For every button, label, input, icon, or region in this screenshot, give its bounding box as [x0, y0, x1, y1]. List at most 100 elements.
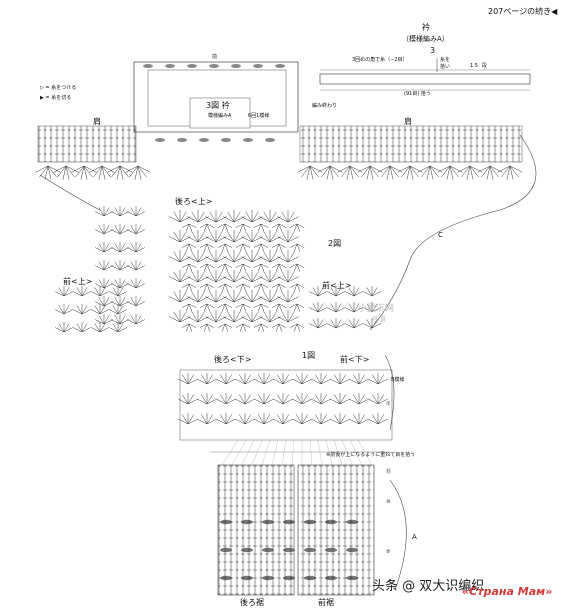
fan-stitch [81, 323, 88, 333]
fan-stitch [244, 378, 255, 385]
fan-stitch [242, 283, 247, 292]
fan-stitch [103, 315, 110, 325]
fan-stitch [320, 418, 331, 425]
fan-stitch [329, 165, 343, 173]
fan-stitch [201, 414, 208, 425]
fan-stitch [312, 303, 319, 313]
fan-stitch [260, 303, 265, 312]
fan-stitch [296, 223, 301, 232]
fan-stitch [58, 323, 65, 333]
fan-stitch [335, 319, 342, 329]
fan-stitch [47, 165, 61, 173]
picot-stitch [243, 138, 253, 142]
fan-stitch [277, 276, 289, 283]
fan-stitch [287, 211, 295, 223]
fan-stitch [245, 231, 253, 243]
fan-stitch [362, 307, 373, 313]
fan-stitch [260, 303, 269, 308]
join-line [261, 439, 271, 466]
fan-stitch [94, 265, 105, 271]
fan-stitch [83, 165, 93, 178]
fan-stitch [317, 323, 328, 329]
fan-stitch [361, 165, 371, 178]
fan-stitch [301, 398, 312, 405]
fan-stitch [277, 296, 289, 303]
fan-stitch [251, 251, 259, 263]
fan-stitch [135, 297, 142, 307]
fan-stitch [349, 165, 354, 180]
fan-stitch [221, 243, 226, 252]
picot-stitch [143, 64, 153, 68]
collar-rectangle-diagram [319, 58, 531, 91]
fan-stitch [293, 323, 298, 332]
fan-stitch [289, 243, 298, 248]
fan-stitch [335, 287, 342, 297]
fan-stitch [278, 323, 283, 332]
fan-stitch [235, 263, 244, 268]
connector-lines [39, 134, 537, 591]
fan-stitch [103, 229, 114, 235]
fan-stitch [119, 301, 130, 307]
fan-stitch [187, 296, 199, 303]
fan-stitch [242, 223, 251, 228]
fan-stitch [277, 236, 289, 243]
fan-stitch [94, 287, 101, 297]
fan-stitch [389, 165, 394, 180]
shoulder-left: 肩 [93, 117, 101, 126]
fan-stitch [241, 276, 253, 283]
fan-stitch [329, 165, 334, 180]
fan-stitch [282, 374, 289, 385]
fan-stitch [253, 243, 262, 248]
fan-stitch [217, 263, 226, 268]
fan-stitch [215, 271, 223, 283]
fan-stitch [287, 291, 295, 303]
fan-stitch [188, 223, 193, 232]
fan-stitch [330, 398, 341, 405]
fan-stitch [197, 231, 205, 243]
fig3-block: 6回1模様 [248, 113, 270, 119]
fan-stitch [203, 323, 208, 332]
fan-stitch [259, 236, 271, 243]
fan-stitch [114, 225, 121, 235]
fan-stitch [215, 211, 223, 223]
fan-stitch [409, 165, 419, 178]
fan-stitch [117, 323, 124, 333]
fan-stitch [206, 223, 215, 228]
fan-stitch [233, 311, 241, 323]
fan-stitch [126, 301, 137, 307]
fan-stitch [179, 251, 187, 263]
fan-stitch [366, 319, 373, 329]
collar-subtitle: （模様編みA） [402, 35, 449, 43]
fan-stitch [509, 165, 519, 178]
fan-stitch [335, 291, 346, 297]
collar-note-from: 糸を [440, 57, 451, 63]
fan-stitch [98, 207, 105, 217]
fan-stitch [449, 165, 454, 180]
fan-stitch [358, 374, 365, 385]
fan-stitch [366, 287, 373, 297]
fan-stitch [469, 165, 479, 178]
fan-stitch [135, 211, 146, 217]
fan-stitch [242, 303, 247, 312]
fan-stitch [215, 251, 223, 263]
fan-stitch [99, 291, 110, 297]
fan-stitch [76, 305, 83, 315]
fan-stitch [429, 165, 439, 178]
fan-stitch [205, 216, 217, 223]
fan-stitch [209, 251, 217, 263]
fan-stitch [58, 305, 65, 315]
fan-stitch [114, 261, 121, 271]
shoulder-band-right [299, 125, 523, 163]
fan-stitch [199, 223, 208, 228]
join-line [221, 439, 239, 466]
fan-stitch [130, 261, 137, 271]
fan-stitch [258, 374, 265, 385]
fan-stitch [130, 243, 137, 253]
fan-stitch [173, 271, 181, 283]
fan-stitch [263, 251, 271, 263]
fan-stitch [90, 291, 101, 297]
fan-stitch [103, 247, 114, 253]
fan-stitch [197, 418, 208, 425]
fan-stitch [215, 311, 223, 323]
fan-stitch [206, 283, 215, 288]
